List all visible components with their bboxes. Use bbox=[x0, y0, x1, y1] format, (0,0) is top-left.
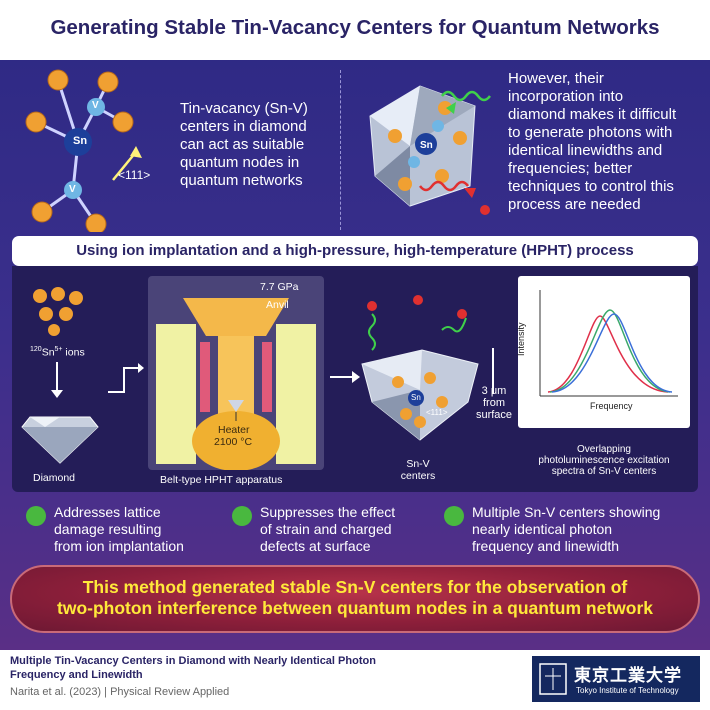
paper-title: Multiple Tin-Vacancy Centers in Diamond … bbox=[10, 655, 376, 681]
curve-red bbox=[547, 315, 669, 393]
intro-left-text: Tin-vacancy (Sn-V)centers in diamond can… bbox=[180, 100, 308, 189]
logo-en: Tokyo Institute of Technology bbox=[576, 686, 679, 695]
divider bbox=[340, 70, 342, 230]
curve-blue bbox=[551, 313, 673, 393]
centers-sn-label: Sn bbox=[411, 393, 421, 402]
diamond-icon bbox=[21, 416, 99, 464]
step-arrow-2 bbox=[330, 376, 354, 378]
depth-arrow bbox=[492, 348, 494, 394]
conclusion-text: This method generated stable Sn-V center… bbox=[57, 577, 653, 618]
university-emblem-icon bbox=[539, 663, 567, 695]
step-arrow-2-head bbox=[352, 371, 360, 383]
citation: Narita et al. (2023) | Physical Review A… bbox=[10, 686, 230, 698]
spectra-chart bbox=[518, 276, 690, 428]
ion-arrow bbox=[56, 362, 58, 392]
page-title: Generating Stable Tin-Vacancy Centers fo… bbox=[50, 16, 660, 39]
chart-ylabel: Intensity bbox=[516, 322, 526, 356]
logo-jp: 東京工業大学 bbox=[574, 666, 682, 685]
tin-atom bbox=[64, 128, 92, 156]
check-icon bbox=[232, 506, 252, 526]
diamond-label: Diamond bbox=[33, 472, 76, 484]
pressure-label: 7.7 GPa bbox=[260, 281, 299, 293]
conclusion-banner bbox=[10, 565, 700, 633]
ion-cluster-icon bbox=[33, 287, 83, 336]
spectra-plot bbox=[539, 290, 678, 397]
centers-direction-label: <111> bbox=[426, 408, 448, 417]
ion-arrow-head bbox=[51, 390, 63, 398]
heater-label: Heater bbox=[218, 424, 250, 436]
diamond-sn-label: Sn bbox=[420, 140, 433, 151]
title-bar bbox=[0, 0, 710, 60]
vacancy-atom-1 bbox=[87, 98, 105, 116]
direction-label: <111> bbox=[118, 168, 151, 182]
curve-green bbox=[549, 309, 671, 393]
anvil-label: Anvil bbox=[266, 299, 289, 311]
method-header: Using ion implantation and a high-pressu… bbox=[12, 236, 698, 266]
v-atom-label-1: V bbox=[92, 100, 99, 111]
check-icon bbox=[444, 506, 464, 526]
hpht-apparatus-drawing bbox=[156, 298, 316, 470]
step-arrow-1 bbox=[108, 363, 144, 393]
snv-lattice-diagram bbox=[25, 69, 142, 232]
diamond-photon-diagram bbox=[369, 85, 491, 215]
chart-xlabel: Frequency bbox=[590, 401, 633, 411]
apparatus-label: Belt-type HPHT apparatus bbox=[160, 474, 283, 486]
sn-atom-label: Sn bbox=[73, 135, 88, 147]
vacancy-atom-2 bbox=[64, 181, 82, 199]
v-atom-label-2: V bbox=[69, 184, 76, 195]
check-icon bbox=[26, 506, 46, 526]
ions-label: 120Sn5+ ions bbox=[30, 346, 85, 359]
heater-temp: 2100 °C bbox=[214, 436, 253, 448]
snv-centers-diagram bbox=[361, 295, 479, 441]
